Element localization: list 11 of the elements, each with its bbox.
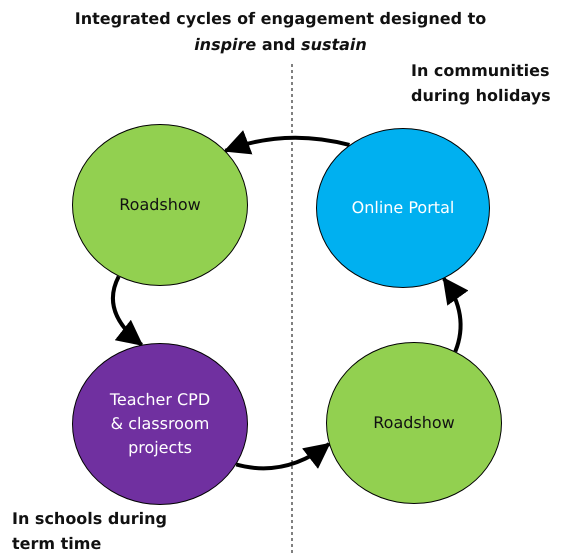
node-label: Online Portal — [352, 197, 454, 219]
node-label: Roadshow — [373, 412, 455, 434]
title: Integrated cycles of engagement designed to inspire and sustain — [74, 8, 488, 56]
curved-arrow — [110, 276, 144, 346]
node-label: Roadshow — [119, 194, 201, 216]
curved-arrow — [224, 130, 350, 156]
region-note: In communities during holidays — [411, 60, 552, 107]
curved-arrow — [236, 442, 331, 470]
region-note: In schools during term time — [12, 508, 168, 555]
node-label: Teacher CPD & classroom projects — [108, 389, 212, 459]
curved-arrow — [442, 276, 468, 352]
